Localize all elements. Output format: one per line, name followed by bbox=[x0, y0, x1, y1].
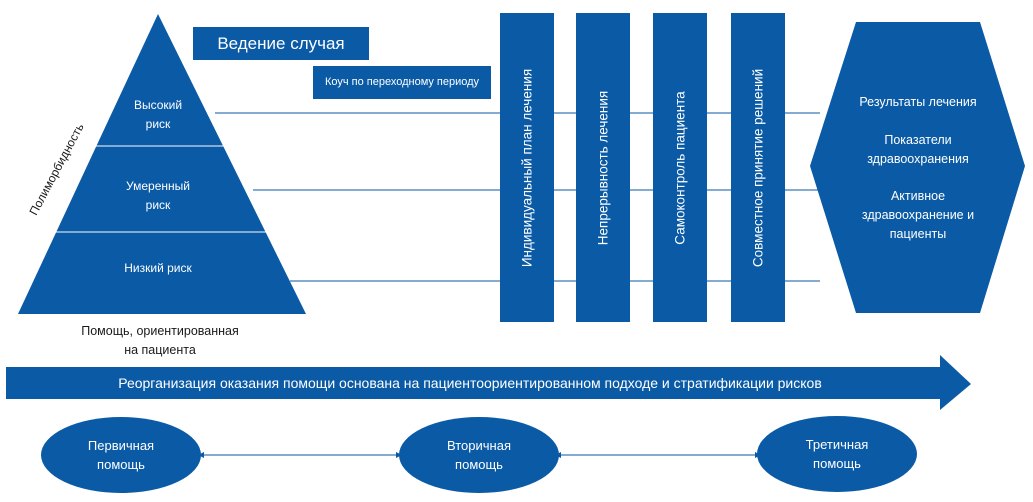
outcomes-hexagon bbox=[810, 22, 1025, 313]
column-shared-decision-label: Совместное принятие решений bbox=[750, 68, 766, 267]
column-individual-plan-label: Индивидуальный план лечения bbox=[519, 68, 535, 267]
outcome-health-indicators: Показатели здравоохранения bbox=[838, 131, 998, 169]
pyramid-caption-line2: на пациента bbox=[124, 343, 196, 357]
pyramid-caption-line1: Помощь, ориентированная bbox=[81, 324, 239, 338]
care-ellipse-primary bbox=[41, 417, 201, 493]
care-ellipse-tertiary bbox=[757, 416, 917, 492]
case-management-box: Ведение случая bbox=[193, 27, 369, 60]
outcome-active-care-line2: здравоохранение и bbox=[861, 208, 975, 222]
care-primary-line1: Первичная bbox=[87, 438, 155, 453]
care-tertiary-label: Третичная помощь bbox=[777, 435, 897, 473]
pyramid-moderate-risk-label: Умеренный риск bbox=[108, 177, 208, 215]
moderate-risk-line2: риск bbox=[145, 198, 171, 212]
outcome-active-care-line3: пациенты bbox=[889, 227, 947, 241]
care-tertiary-line2: помощь bbox=[813, 456, 861, 471]
care-ellipse-secondary bbox=[399, 417, 559, 493]
transition-coach-box: Коуч по переходному периоду bbox=[313, 66, 491, 99]
outcome-health-indicators-line2: здравоохранения bbox=[867, 152, 969, 166]
care-tertiary-line1: Третичная bbox=[805, 437, 869, 452]
pyramid-low-risk-label: Низкий риск bbox=[124, 261, 192, 275]
high-risk-line2: риск bbox=[145, 117, 171, 131]
outcome-active-care: Активное здравоохранение и пациенты bbox=[838, 187, 998, 244]
outcome-active-care-line1: Активное bbox=[890, 189, 946, 203]
care-secondary-line1: Вторичная bbox=[447, 438, 511, 453]
pyramid-high-risk-label: Высокий риск bbox=[108, 96, 208, 134]
column-self-management-label: Самоконтроль пациента bbox=[672, 90, 688, 245]
care-secondary-line2: помощь bbox=[455, 457, 503, 472]
column-continuity: Непрерывность лечения bbox=[576, 13, 630, 322]
column-continuity-label: Непрерывность лечения bbox=[595, 90, 611, 245]
column-self-management: Самоконтроль пациента bbox=[653, 13, 707, 322]
care-primary-line2: помощь bbox=[97, 457, 145, 472]
care-secondary-label: Вторичная помощь bbox=[419, 436, 539, 474]
column-shared-decision: Совместное принятие решений bbox=[731, 13, 785, 322]
care-primary-label: Первичная помощь bbox=[61, 436, 181, 474]
banner-arrow bbox=[6, 355, 971, 410]
outcome-health-indicators-line1: Показатели bbox=[884, 133, 952, 147]
outcome-treatment-results: Результаты лечения bbox=[859, 95, 977, 109]
high-risk-line1: Высокий bbox=[133, 98, 183, 112]
banner-text: Реорганизация оказания помощи основана н… bbox=[118, 375, 822, 391]
column-individual-plan: Индивидуальный план лечения bbox=[500, 13, 554, 322]
pyramid-caption: Помощь, ориентированная на пациента bbox=[60, 322, 260, 360]
moderate-risk-line1: Умеренный bbox=[126, 179, 190, 193]
risk-pyramid bbox=[18, 14, 306, 314]
